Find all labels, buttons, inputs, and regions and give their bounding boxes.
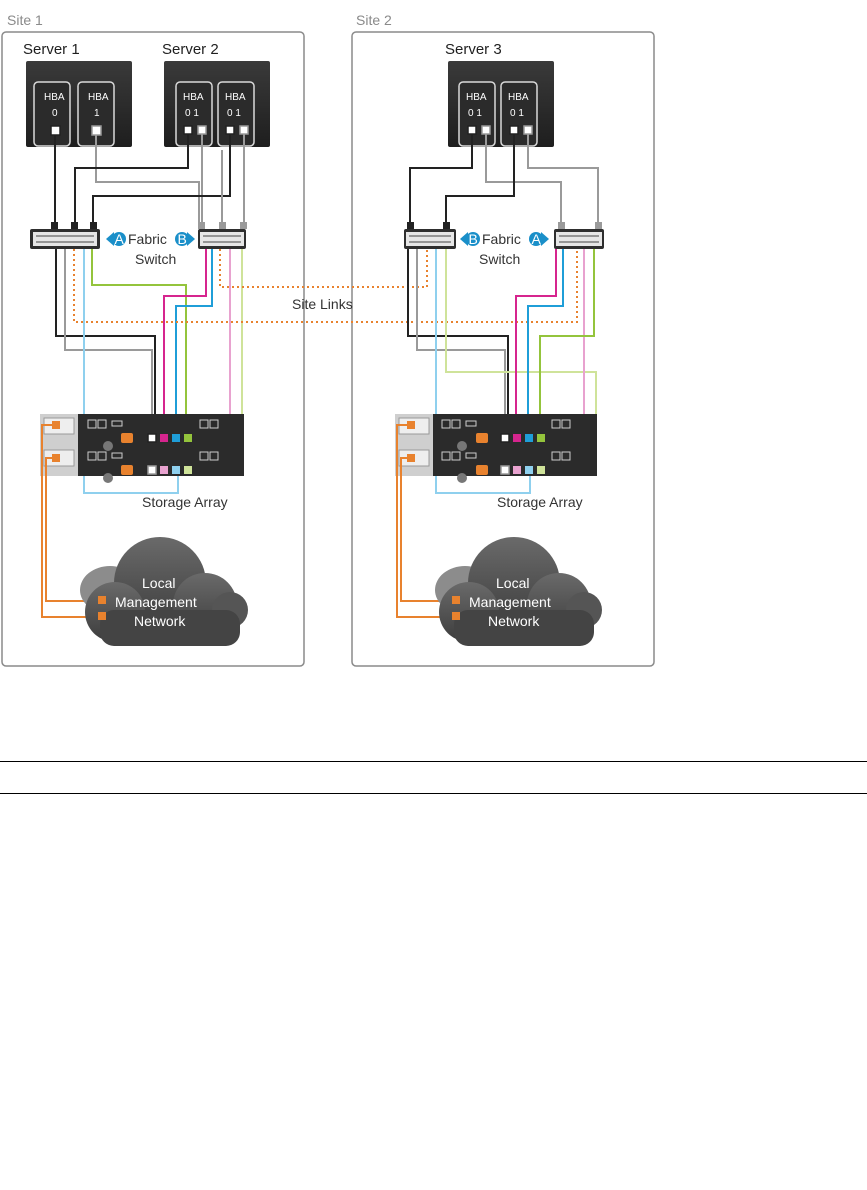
server-1-title: Server 1 (23, 41, 80, 58)
site-2-network-line-3: Network (488, 613, 540, 629)
site-2-switch-b (404, 222, 456, 249)
site-2-fabric-b-letter: B (469, 231, 478, 247)
server-3 (448, 61, 554, 147)
site-1-storage-array (40, 414, 244, 483)
server-3-title: Server 3 (445, 41, 502, 58)
server-1-hba-0-name: HBA (44, 92, 65, 103)
site-1-management-network-cloud (80, 537, 248, 646)
horizontal-rule-top (0, 761, 867, 762)
site-2-storage-array (395, 414, 597, 483)
site-1-frame (1, 31, 305, 667)
site-2-fabric-b-badge (460, 232, 480, 246)
server-1 (26, 61, 132, 147)
site-1-network-line-2: Management (115, 594, 197, 610)
site-2-network-line-1: Local (496, 575, 529, 591)
server-2-title: Server 2 (162, 41, 219, 58)
site-1-host-cables (54, 134, 245, 224)
site-1-fabric-a-badge (106, 232, 126, 246)
server-2-hba-1-name: HBA (225, 92, 246, 103)
site-1-label: Site 1 (7, 12, 43, 28)
horizontal-rule-bottom (0, 793, 867, 794)
server-3-hba-1-ports: 0 1 (510, 108, 524, 119)
site-2-fabric-word: Fabric (482, 231, 521, 247)
site-2-frame (351, 31, 655, 667)
site-1-fabric-b-badge (175, 232, 195, 246)
server-1-hba-0-ports: 0 (52, 108, 58, 119)
server-3-hba-1-name: HBA (508, 92, 529, 103)
site-2-storage-array-label: Storage Array (497, 494, 583, 510)
site-1-fabric-word: Fabric (128, 231, 167, 247)
site-2-management-network-cloud (435, 537, 602, 646)
site-1-fabric-a-letter: A (115, 231, 125, 247)
site-1-network-line-3: Network (134, 613, 186, 629)
server-2 (164, 61, 270, 147)
site-2-management-cables (396, 424, 456, 618)
server-3-hba-0-name: HBA (466, 92, 487, 103)
server-1-hba-1-name: HBA (88, 92, 109, 103)
site-1-network-line-1: Local (142, 575, 175, 591)
server-3-hba-0-ports: 0 1 (468, 108, 482, 119)
server-1-hba-1-ports: 1 (94, 108, 100, 119)
site-1-management-cables (41, 424, 102, 618)
server-2-hba-0-ports: 0 1 (185, 108, 199, 119)
server-2-hba-1-ports: 0 1 (227, 108, 241, 119)
site-2-fabric-a-letter: A (532, 231, 542, 247)
site-1-switch-b (198, 222, 247, 249)
site-2-host-cables (409, 134, 599, 224)
site-2-array-cables (407, 249, 597, 494)
site-2-fabric-a-badge (529, 232, 549, 246)
site-2-label: Site 2 (356, 12, 392, 28)
site-2-switch-a (554, 222, 604, 249)
site-1-switch-label: Switch (135, 251, 176, 267)
site-1-fabric-b-letter: B (178, 231, 187, 247)
server-2-hba-0-name: HBA (183, 92, 204, 103)
site-2-network-line-2: Management (469, 594, 551, 610)
site-1-storage-array-label: Storage Array (142, 494, 228, 510)
site-2-switch-label: Switch (479, 251, 520, 267)
site-links-label: Site Links (292, 296, 353, 312)
site-links (73, 249, 578, 323)
site-1-switch-a (30, 222, 100, 249)
